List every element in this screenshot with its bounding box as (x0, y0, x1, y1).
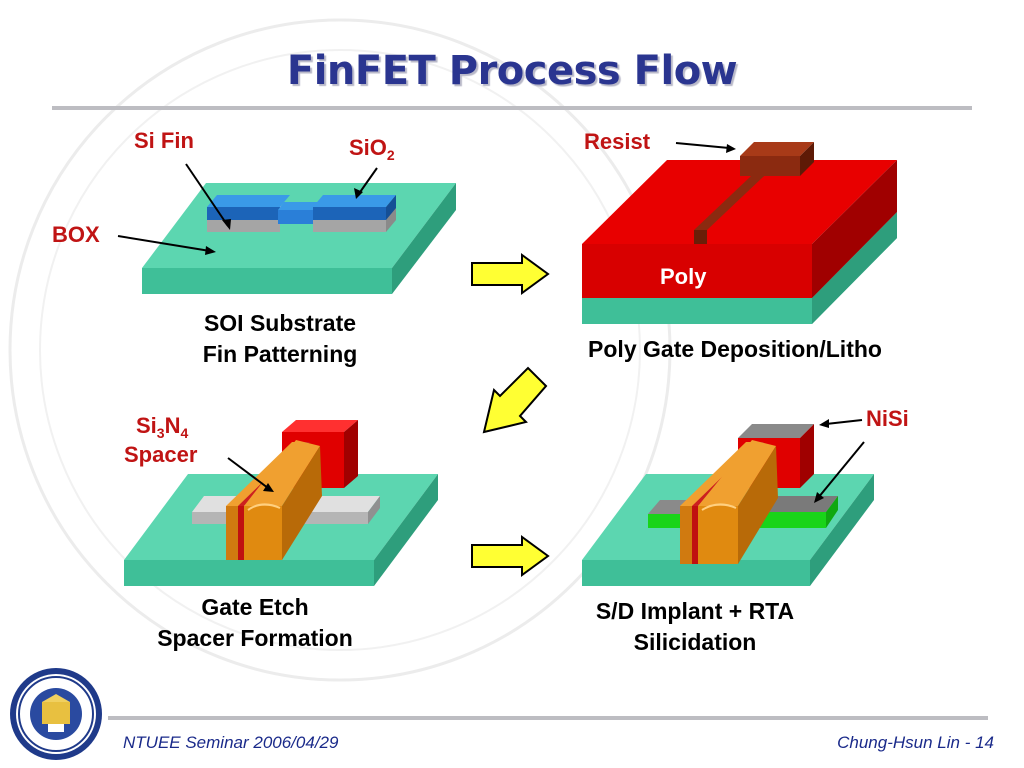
footer-seminar: NTUEE Seminar 2006/04/29 (123, 733, 339, 752)
si3n4-label: Si3N4 (136, 413, 189, 442)
poly-label: Poly (660, 264, 707, 289)
right-arrow-icon (471, 253, 550, 295)
resist-label: Resist (584, 129, 651, 154)
gate-etch-diagram (124, 420, 438, 586)
poly-caption: Poly Gate Deposition/Litho (588, 336, 882, 362)
box-label: BOX (52, 222, 100, 247)
etch-caption: Gate Etch Spacer Formation (157, 594, 353, 651)
silicidation-diagram (582, 419, 874, 586)
slide-title: FinFET Process Flow (286, 48, 738, 94)
footer-author-page: Chung-Hsun Lin - 14 (837, 733, 994, 752)
silicide-caption: S/D Implant + RTA Silicidation (595, 598, 795, 655)
poly-gate-diagram (582, 142, 897, 324)
sio2-label: SiO2 (349, 135, 395, 164)
right-arrow-icon (471, 535, 550, 577)
title-divider (52, 106, 972, 110)
footer-divider (108, 716, 988, 720)
down-left-arrow-icon (482, 366, 548, 434)
si-fin-label: Si Fin (134, 128, 194, 153)
uc-seal-logo (10, 668, 102, 760)
soi-substrate-diagram (117, 163, 456, 294)
nisi-label: NiSi (866, 406, 909, 431)
soi-caption: SOI Substrate Fin Patterning (202, 310, 358, 367)
spacer-label: Spacer (124, 442, 198, 467)
